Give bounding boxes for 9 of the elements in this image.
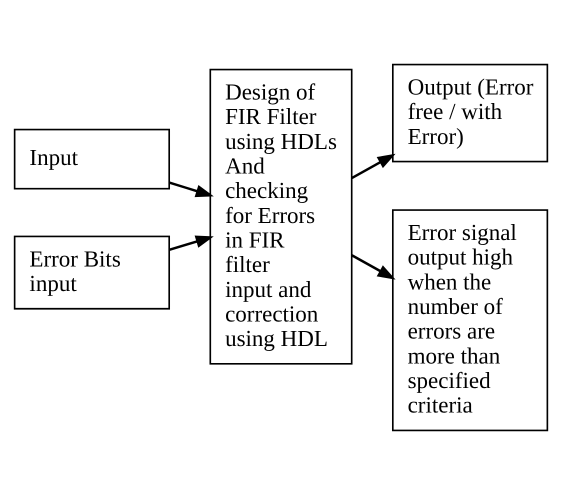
node-box: Design of FIR Filter using HDLs And checking for Errors in FIR filter input and correction using HDL (209, 68, 353, 365)
node-box: Error Bits input (14, 236, 170, 310)
arrow (169, 182, 214, 198)
node-box: Input (14, 128, 170, 190)
arrow (351, 254, 396, 280)
arrow (351, 154, 396, 180)
arrow (169, 236, 214, 251)
node-box: Error signal output high when the number of errors are more than specified criteria (392, 209, 548, 432)
node-box: Output (Error free / with Error) (392, 64, 548, 162)
